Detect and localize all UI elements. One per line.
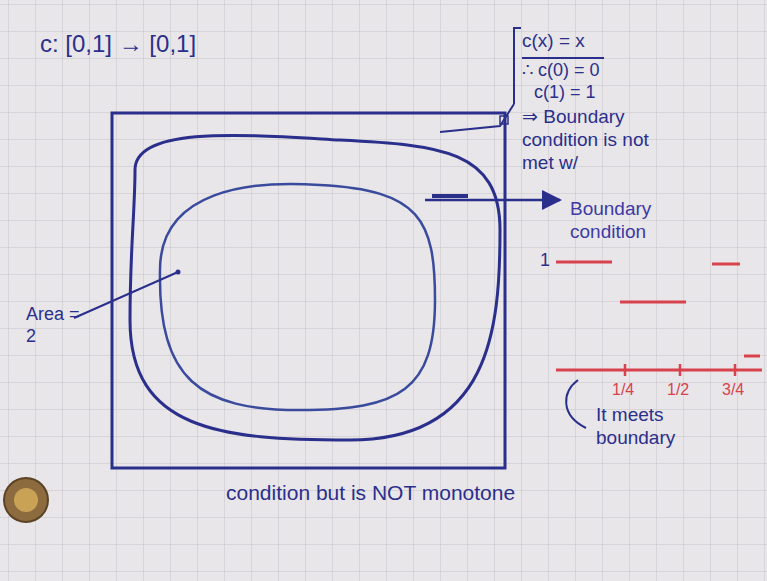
step-segment [620,301,686,304]
note-text: ⇒ Boundary condition is not met w/ [522,106,662,174]
note-text: It meets boundary [596,404,696,450]
logo-badge [4,478,48,522]
note-text: condition but is NOT monotone [226,480,515,505]
axis-value: 1 [540,250,550,272]
step-segment [712,263,740,266]
formula-text: c(x) = x [522,30,585,53]
tick-label: 3/4 [722,380,744,399]
x-axis [556,369,762,372]
step-segment [744,355,760,358]
inner-curve [160,184,435,410]
leader-line [566,380,586,428]
pointer-stroke [432,194,468,198]
unit-square [112,113,505,468]
tick-label: 1/2 [667,380,689,399]
note-text: Boundary condition [570,198,690,244]
outer-curve [130,135,500,440]
tick-label: 1/4 [612,380,634,399]
leader-dot [176,270,181,275]
leader-line [440,104,514,132]
title-text: c: [0,1] → [0,1] [40,30,196,59]
formula-text: ∴ c(0) = 0 [522,60,600,82]
leader-line [74,272,178,318]
pointer-arrow [425,199,560,202]
logo-core [14,488,38,512]
formula-text: c(1) = 1 [534,82,596,104]
bracket [514,28,521,104]
step-segment [556,261,612,264]
area-label: Area = 2 [26,304,88,347]
axis-ticks [625,364,735,376]
underline [522,57,604,59]
